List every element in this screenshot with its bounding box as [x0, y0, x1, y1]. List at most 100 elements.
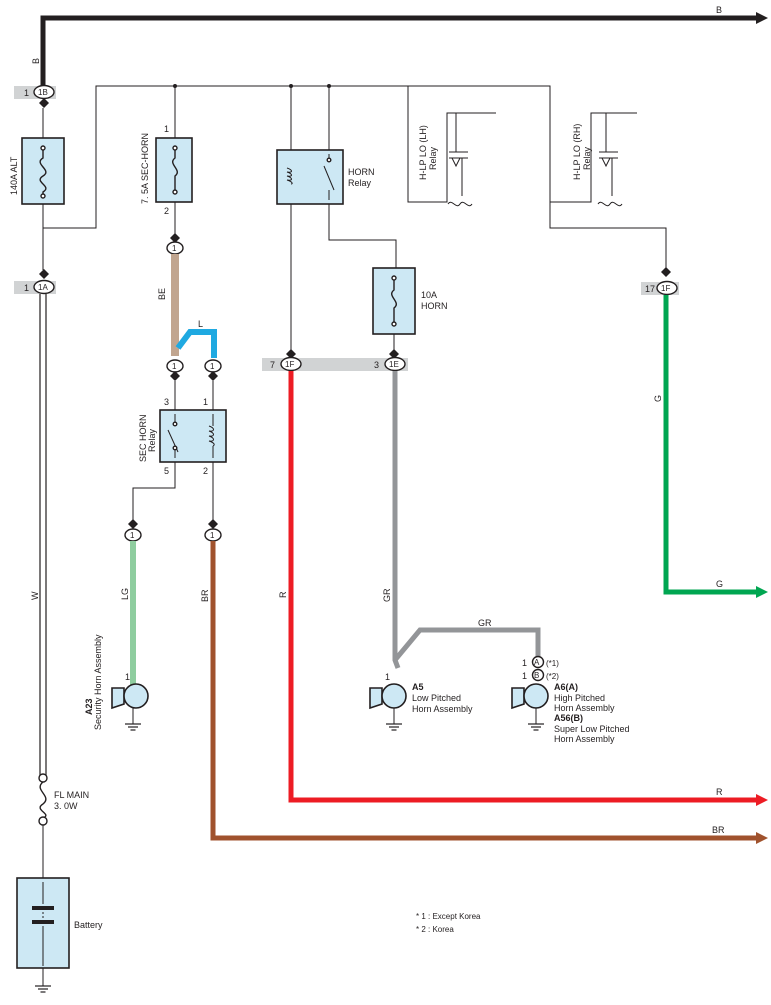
connector-1f	[280, 356, 302, 372]
fuse-label: 10A	[421, 290, 437, 300]
wire-br-arrow	[756, 832, 768, 844]
wire-label-lg: LG	[120, 588, 130, 600]
horn-a5	[369, 687, 383, 710]
horn-pin: 1	[522, 658, 527, 668]
note: * 2 : Korea	[416, 925, 454, 934]
wire-r	[288, 371, 758, 803]
connector-b	[531, 668, 545, 682]
fuse-pin: 1	[164, 124, 169, 134]
wire-label-w: W	[30, 591, 40, 600]
connector-label: 1E	[389, 360, 399, 369]
relay-label: HORN	[348, 167, 375, 177]
horn-code: A5	[412, 682, 424, 692]
connector-label: 1	[210, 362, 215, 371]
connector-pin: 7	[270, 360, 275, 370]
wire-label-l: L	[198, 319, 203, 329]
fl-main-link	[38, 773, 48, 783]
connector-1a	[33, 279, 55, 295]
note: * 1 : Except Korea	[416, 912, 481, 921]
wire-b	[40, 15, 758, 86]
wire-br	[210, 541, 758, 841]
wire-gr	[392, 371, 541, 669]
wire-label-br-bottom: BR	[712, 825, 725, 835]
fl-main-label: FL MAIN	[54, 790, 89, 800]
ground-icon	[34, 985, 52, 993]
svg-text:Relay: Relay	[428, 146, 438, 170]
wire-label-b-vertical: B	[31, 58, 41, 64]
horn-a5-body	[381, 683, 407, 709]
horn-a6	[511, 687, 525, 710]
ground-icon	[124, 723, 142, 731]
connector-label: 1F	[285, 360, 294, 369]
connector-1e	[384, 356, 406, 372]
relay-label: SEC HORN	[138, 414, 148, 462]
horn-name: Horn Assembly	[412, 704, 473, 714]
wire-label-gr-horn: GR	[478, 618, 492, 628]
ground-icon	[527, 723, 545, 731]
connector-pin: 3	[374, 360, 379, 370]
connector-label: B	[534, 671, 539, 680]
wire-label-be: BE	[157, 288, 167, 300]
connector-1f-g	[656, 280, 678, 296]
horn-name: Horn Assembly	[554, 703, 615, 713]
horn-code: A23	[84, 698, 94, 715]
connector-pin: 17	[645, 284, 655, 294]
horn-code: A56(B)	[554, 713, 583, 723]
horn-pin: 1	[125, 672, 130, 682]
wire-label-gr-vertical: GR	[382, 588, 392, 602]
fuse-pin: 2	[164, 206, 169, 216]
horn-a23-body	[123, 683, 149, 709]
hlp-lo-rh-relay: H-LP LO (RH) Relay	[572, 113, 623, 207]
svg-text:Relay: Relay	[582, 146, 592, 170]
connector-label: 1F	[661, 284, 670, 293]
sec-horn-relay	[159, 409, 227, 463]
horn-pin: 1	[522, 671, 527, 681]
wire-b-arrow	[756, 12, 768, 24]
connector-label: 1	[172, 362, 177, 371]
wire-l	[175, 329, 217, 358]
relay-pin: 5	[164, 466, 169, 476]
wire-g	[663, 295, 758, 595]
ground-icon	[385, 723, 403, 731]
wire-label-r-vertical: R	[278, 591, 288, 598]
relay-label: Relay	[348, 178, 372, 188]
wire-label-g-right: G	[716, 579, 723, 589]
svg-text:H-LP LO (LH): H-LP LO (LH)	[418, 125, 428, 180]
horn-name: Super Low Pitched	[554, 724, 630, 734]
relay-label: Relay	[147, 428, 157, 452]
fl-main-rating: 3. 0W	[54, 801, 78, 811]
connector-label: 1	[210, 531, 215, 540]
horn-note: (*1)	[546, 659, 559, 668]
battery-label: Battery	[74, 920, 103, 930]
svg-text:H-LP LO (RH): H-LP LO (RH)	[572, 124, 582, 180]
horn-name: High Pitched	[554, 693, 605, 703]
connector-label: A	[534, 658, 540, 667]
connector-label: 1A	[38, 283, 48, 292]
horn-name: Security Horn Assembly	[93, 634, 103, 730]
connector-label: 1	[130, 531, 135, 540]
fuse-label: HORN	[421, 301, 448, 311]
horn-name: Horn Assembly	[554, 734, 615, 744]
horn-name: Low Pitched	[412, 693, 461, 703]
wire-label-r-bottom: R	[716, 787, 723, 797]
connector-a	[531, 655, 545, 669]
wire-label-br-vertical: BR	[200, 589, 210, 602]
horn-pin: 1	[385, 672, 390, 682]
fuse-label: 7. 5A SEC-HORN	[140, 133, 150, 204]
horn-a23	[111, 687, 125, 710]
wire-g-arrow	[756, 586, 768, 598]
horn-code: A6(A)	[554, 682, 578, 692]
relay-pin: 1	[203, 397, 208, 407]
connector-pin: 1	[24, 88, 29, 98]
wire-r-arrow	[756, 794, 768, 806]
connector-label: 1B	[38, 88, 48, 97]
hlp-lo-lh-relay: H-LP LO (LH) Relay	[418, 113, 473, 207]
connector-label: 1	[172, 244, 177, 253]
wire-label-g-vertical: G	[653, 395, 663, 402]
horn-note: (*2)	[546, 672, 559, 681]
pin-arrow	[39, 98, 49, 108]
relay-pin: 2	[203, 466, 208, 476]
relay-pin: 3	[164, 397, 169, 407]
horn-a6-body	[523, 683, 549, 709]
